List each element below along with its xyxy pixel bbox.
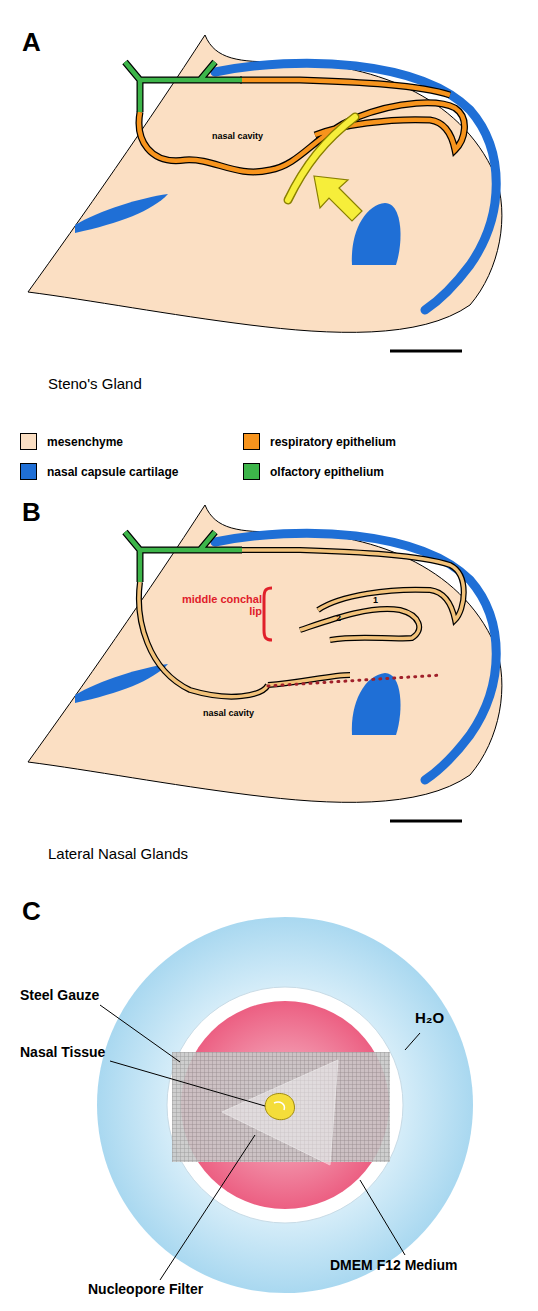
legend-entry: olfactory epithelium — [243, 463, 384, 480]
panel-letter: A — [22, 28, 41, 57]
callout-number: 1 — [373, 596, 378, 606]
panel-letter: B — [22, 498, 41, 527]
legend-swatch — [20, 433, 37, 450]
legend-text: respiratory epithelium — [270, 435, 396, 449]
part-label: H₂O — [415, 1010, 444, 1027]
panel-a — [28, 35, 502, 351]
part-label: Lateral Nasal Glands — [48, 846, 188, 863]
panel-b — [28, 505, 502, 821]
part-label: nasal cavity — [203, 709, 254, 719]
legend-swatch — [243, 463, 260, 480]
legend-swatch — [243, 433, 260, 450]
part-label: DMEM F12 Medium — [330, 1258, 458, 1273]
legend-entry: respiratory epithelium — [243, 433, 396, 450]
legend-entry: mesenchyme — [20, 433, 123, 450]
legend-swatch — [20, 463, 37, 480]
legend-text: olfactory epithelium — [270, 465, 384, 479]
legend-text: nasal capsule cartilage — [47, 465, 178, 479]
part-label: Nucleopore Filter — [88, 1282, 203, 1297]
part-label: Steel Gauze — [20, 988, 99, 1003]
part-label: Nasal Tissue — [20, 1045, 105, 1060]
callout-number: 2 — [336, 614, 341, 624]
part-label: Steno's Gland — [48, 376, 142, 393]
legend-text: mesenchyme — [47, 435, 123, 449]
panel-c — [97, 917, 473, 1293]
part-label: nasal cavity — [212, 132, 263, 142]
panel-letter: C — [22, 897, 41, 926]
part-label: middle conchal lip — [180, 593, 262, 617]
legend-entry: nasal capsule cartilage — [20, 463, 178, 480]
